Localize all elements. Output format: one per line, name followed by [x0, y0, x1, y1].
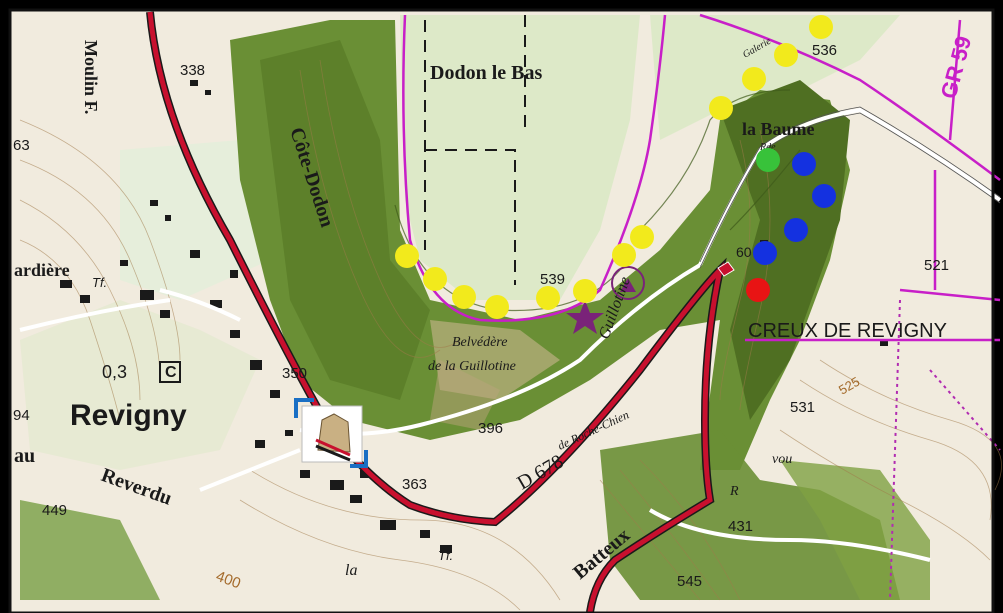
label-belvedere-line1: Belvédère	[452, 335, 507, 350]
viewpoint-ring	[611, 266, 645, 300]
contour-lines	[19, 59, 1002, 611]
poi-bracket-top	[294, 398, 314, 418]
buildings	[60, 80, 888, 553]
yellow-route-marker-2[interactable]	[774, 43, 798, 67]
label-belvedere-line2: de la Guillotine	[428, 359, 516, 374]
label-03: 0,3	[102, 362, 127, 382]
elevation-350: 350	[282, 365, 307, 382]
elevation-60: 60	[736, 244, 752, 260]
viewpoint-triangle-icon	[620, 278, 636, 292]
sheet-frame	[8, 8, 995, 613]
route-markers	[395, 15, 836, 319]
elevation-396: 396	[478, 420, 503, 437]
bridge-marker-icon	[717, 261, 735, 277]
poi-flag-stripe	[315, 438, 351, 457]
red-route-marker-18[interactable]	[746, 278, 770, 302]
yellow-route-marker-11[interactable]	[423, 267, 447, 291]
yellow-route-marker-6[interactable]	[612, 243, 636, 267]
blue-route-marker-17[interactable]	[753, 241, 777, 265]
yellow-route-marker-7[interactable]	[573, 279, 597, 303]
label-creux-de-revigny: CREUX DE REVIGNY	[748, 320, 947, 342]
label-r: R	[729, 484, 739, 499]
poi-bracket-bottom	[350, 450, 368, 468]
meadow-areas	[20, 15, 900, 470]
label-la: la	[345, 562, 357, 579]
elevation-536: 536	[812, 42, 837, 59]
elevation-431: 431	[728, 518, 753, 535]
main-road	[146, 11, 727, 613]
forest-areas	[20, 20, 930, 600]
label-vou: vou	[772, 452, 792, 467]
elevation-521: 521	[924, 257, 949, 274]
elevation-363: 363	[402, 476, 427, 493]
blue-route-marker-15[interactable]	[812, 184, 836, 208]
elevation-338: 338	[180, 62, 205, 79]
yellow-route-marker-4[interactable]	[709, 96, 733, 120]
label-tf-2: Tf.	[438, 548, 453, 563]
label-moulin: Moulin F.	[81, 40, 101, 114]
yellow-route-marker-1[interactable]	[809, 15, 833, 39]
boundary-lines	[424, 15, 526, 285]
label-rde: Rde	[759, 142, 776, 153]
label-tf-1: Tf.	[92, 275, 107, 290]
c-marker-box	[159, 361, 181, 383]
secondary-road-edges	[699, 106, 1001, 269]
poi-flag-stripe-dark	[315, 444, 351, 462]
elevation-545: 545	[677, 573, 702, 590]
label-dodon-le-bas: Dodon le Bas	[430, 62, 542, 84]
elevation-531: 531	[790, 399, 815, 416]
label-la-baume: la Baume	[742, 119, 815, 139]
label-c-marker: C	[165, 364, 177, 381]
secondary-roads	[19, 107, 1002, 562]
belvedere-star-icon	[566, 300, 604, 334]
yellow-route-marker-5[interactable]	[630, 225, 654, 249]
label-au: au	[14, 445, 35, 467]
yellow-route-marker-8[interactable]	[536, 286, 560, 310]
elevation-539: 539	[540, 271, 565, 288]
label-ardiere: ardière	[14, 260, 70, 280]
yellow-route-marker-9[interactable]	[485, 295, 509, 319]
elevation-94: 94	[13, 407, 30, 424]
hiking-trails	[402, 13, 1001, 342]
yellow-route-marker-3[interactable]	[742, 67, 766, 91]
yellow-route-marker-10[interactable]	[452, 285, 476, 309]
blue-route-marker-14[interactable]	[792, 152, 816, 176]
yellow-route-marker-12[interactable]	[395, 244, 419, 268]
label-revigny: Revigny	[70, 399, 187, 432]
museum-poi[interactable]	[294, 398, 368, 468]
green-route-marker-13[interactable]	[756, 148, 780, 172]
dotted-tracks	[889, 299, 1001, 601]
blue-route-marker-16[interactable]	[784, 218, 808, 242]
elevation-449: 449	[42, 502, 67, 519]
elevation-63: 63	[13, 137, 30, 154]
